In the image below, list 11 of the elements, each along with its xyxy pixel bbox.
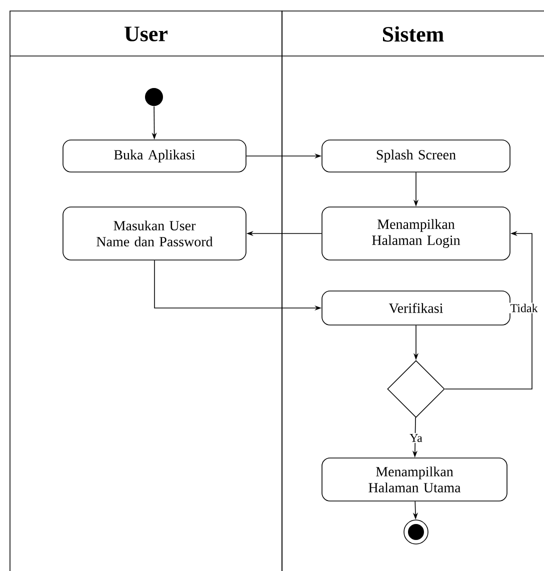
activity-box: Masukan User Name dan Password	[62, 206, 246, 260]
end-bullseye	[404, 520, 428, 544]
decision-diamond	[387, 360, 445, 418]
activity-box: Buka Aplikasi	[62, 140, 246, 172]
edge-label: Ya	[408, 433, 424, 443]
start-dot	[145, 88, 163, 106]
edge-label: Tidak	[509, 302, 539, 314]
activity-box: Menampilkan Halaman Utama	[322, 458, 508, 502]
activity-box: Verifikasi	[322, 290, 510, 326]
activity-box: Splash Screen	[322, 140, 510, 172]
activity-box: Menampilkan Halaman Login	[322, 206, 510, 260]
